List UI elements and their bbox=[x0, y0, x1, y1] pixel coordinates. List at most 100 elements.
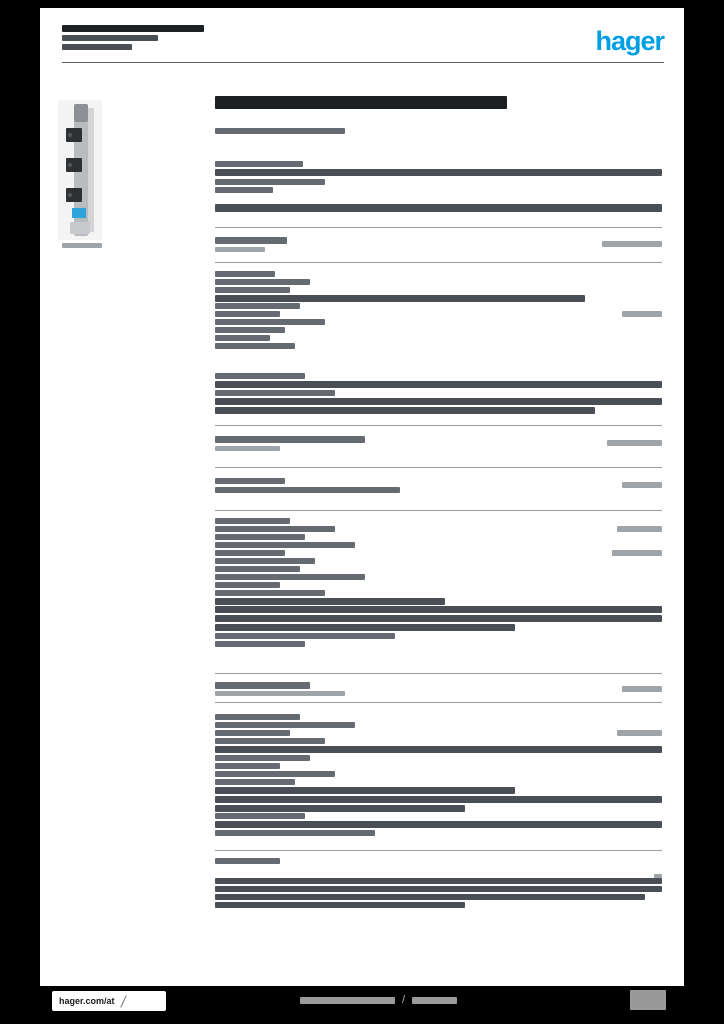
section-divider bbox=[215, 850, 662, 851]
redacted-text-line bbox=[215, 204, 662, 212]
redacted-text-line bbox=[215, 487, 400, 493]
redacted-text-line bbox=[215, 287, 290, 293]
redacted-text-line bbox=[215, 558, 315, 564]
redacted-text-line bbox=[215, 878, 662, 884]
redacted-text-line bbox=[215, 327, 285, 333]
redacted-text-line bbox=[215, 821, 662, 828]
section-divider bbox=[215, 702, 662, 703]
redacted-text-line bbox=[215, 390, 335, 396]
redacted-text-line bbox=[215, 96, 507, 109]
website-chip[interactable]: hager.com/at bbox=[52, 991, 166, 1011]
section-divider bbox=[215, 425, 662, 426]
redacted-text-line bbox=[215, 407, 595, 414]
redacted-text-line bbox=[215, 805, 465, 812]
redacted-value-line bbox=[617, 526, 662, 532]
redacted-text-line bbox=[215, 542, 355, 548]
redacted-text-line bbox=[215, 598, 445, 605]
redacted-text-line bbox=[215, 566, 300, 572]
redacted-text-line bbox=[215, 746, 662, 753]
redacted-text-line bbox=[215, 691, 345, 696]
hager-logo: hager bbox=[595, 26, 665, 56]
redacted-text-line bbox=[215, 763, 280, 769]
redacted-text-line bbox=[215, 303, 300, 309]
section-divider bbox=[215, 510, 662, 511]
redacted-text-line bbox=[215, 771, 335, 777]
redacted-text-line bbox=[215, 237, 287, 244]
redacted-text-line bbox=[215, 796, 662, 803]
redacted-text-line bbox=[215, 398, 662, 405]
redacted-text-line bbox=[215, 641, 305, 647]
page-footer: hager.com/at / bbox=[0, 986, 724, 1024]
redacted-text-line bbox=[215, 295, 585, 302]
photo-caption bbox=[62, 243, 182, 263]
redacted-text-line bbox=[215, 787, 515, 794]
section-divider bbox=[215, 262, 662, 263]
redacted-text-line bbox=[215, 311, 280, 317]
redacted-text-line bbox=[215, 128, 345, 134]
redacted-text-line bbox=[215, 550, 285, 556]
redacted-text-line bbox=[215, 886, 662, 892]
datasheet-page: hager bbox=[40, 8, 684, 986]
redacted-text-line bbox=[215, 179, 325, 185]
redacted-text-line bbox=[215, 373, 305, 379]
redacted-value-line bbox=[622, 686, 662, 692]
redacted-text-line bbox=[215, 343, 295, 349]
website-url[interactable]: hager.com/at bbox=[59, 996, 115, 1006]
product-photo-image bbox=[58, 100, 102, 240]
redacted-text-line bbox=[215, 755, 310, 761]
header-divider bbox=[62, 62, 664, 63]
redacted-value-line bbox=[612, 550, 662, 556]
redacted-text-line bbox=[215, 582, 280, 588]
separator-slash: / bbox=[402, 994, 406, 1006]
redacted-text-line bbox=[215, 478, 285, 484]
redacted-text-line bbox=[300, 996, 395, 1004]
redacted-text-line bbox=[215, 161, 303, 167]
redacted-value-line bbox=[617, 730, 662, 736]
footer-center-text: / bbox=[300, 994, 458, 1006]
redacted-text-line bbox=[215, 894, 645, 900]
section-divider bbox=[215, 673, 662, 674]
redacted-value-line bbox=[602, 241, 662, 247]
redacted-text-line bbox=[215, 722, 355, 728]
redacted-text-line bbox=[215, 682, 310, 689]
redacted-text-line bbox=[215, 590, 325, 596]
redacted-value-line bbox=[622, 482, 662, 488]
redacted-text-line bbox=[215, 247, 265, 252]
redacted-text-line bbox=[215, 436, 365, 443]
section-divider bbox=[215, 467, 662, 468]
chip-diagonal-mark bbox=[119, 994, 127, 1008]
redacted-header-line bbox=[62, 44, 132, 50]
redacted-text-line bbox=[215, 615, 662, 622]
redacted-text-line bbox=[215, 779, 295, 785]
document-header-text bbox=[62, 8, 664, 68]
redacted-text-line bbox=[412, 996, 458, 1004]
redacted-text-line bbox=[215, 633, 395, 639]
redacted-text-line bbox=[215, 319, 325, 325]
redacted-text-line bbox=[215, 534, 305, 540]
redacted-text-line bbox=[215, 813, 305, 819]
redacted-text-line bbox=[215, 526, 335, 532]
redacted-text-line bbox=[215, 606, 662, 613]
redacted-header-line bbox=[62, 35, 158, 41]
redacted-text-line bbox=[215, 446, 280, 451]
spec-table bbox=[215, 8, 662, 986]
redacted-text-line bbox=[215, 730, 290, 736]
redacted-text-line bbox=[215, 335, 270, 341]
redacted-text-line bbox=[215, 830, 375, 836]
redacted-value-line bbox=[622, 311, 662, 317]
section-divider bbox=[215, 227, 662, 228]
redacted-text-line bbox=[215, 738, 325, 744]
redacted-text-line bbox=[215, 518, 290, 524]
redacted-text-line bbox=[215, 271, 275, 277]
redacted-text-line bbox=[215, 902, 465, 908]
redacted-text-line bbox=[215, 574, 365, 580]
redacted-text-line bbox=[215, 187, 273, 193]
product-photo bbox=[58, 100, 102, 240]
redacted-value-line bbox=[607, 440, 662, 446]
redacted-header-line bbox=[62, 25, 204, 32]
footer-right-box bbox=[630, 990, 666, 1010]
redacted-text-line bbox=[215, 624, 515, 631]
redacted-text-line bbox=[215, 381, 662, 388]
redacted-text-line bbox=[215, 858, 280, 864]
